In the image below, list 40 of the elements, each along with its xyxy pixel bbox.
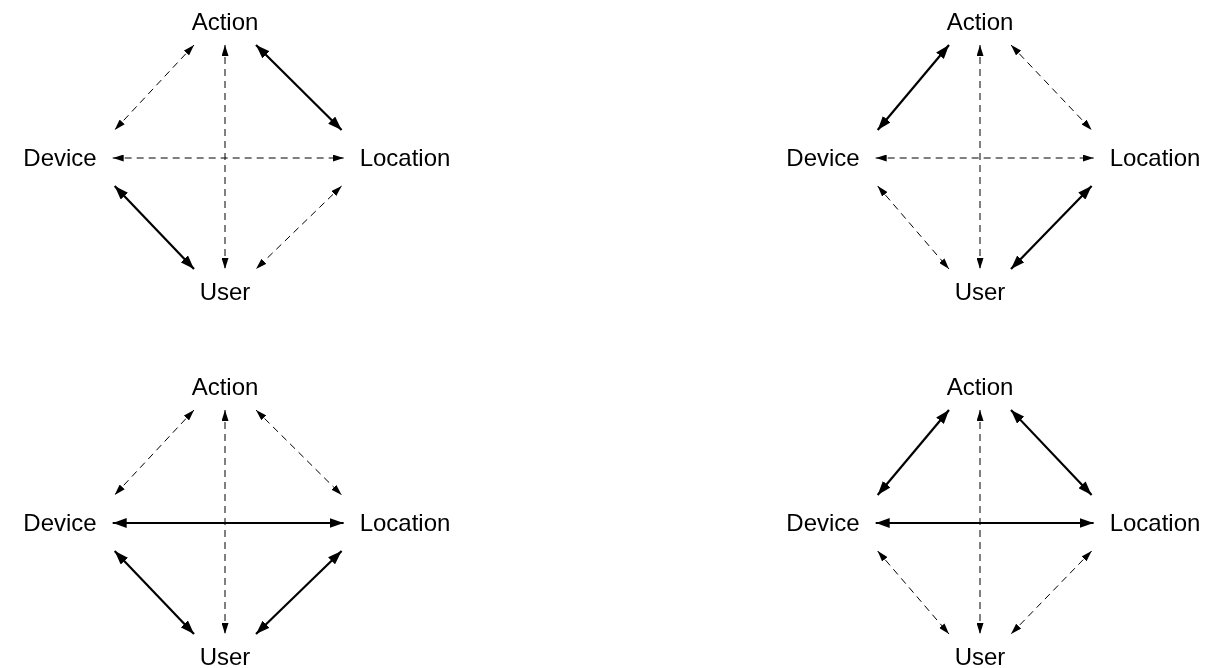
double-headed-arrow: [876, 44, 950, 131]
double-headed-arrow: [1010, 550, 1093, 635]
node-label: User: [954, 643, 1006, 668]
double-headed-arrow: [1010, 185, 1093, 270]
double-headed-arrow: [976, 44, 984, 270]
node-label: Action: [946, 8, 1014, 36]
double-headed-arrow: [255, 44, 343, 131]
double-headed-arrow: [255, 185, 343, 270]
node-label: Device: [786, 144, 860, 172]
node-label: Location: [359, 509, 451, 537]
double-headed-arrow: [1010, 44, 1093, 131]
double-headed-arrow: [114, 44, 195, 131]
node-label: Location: [359, 144, 451, 172]
double-headed-arrow: [1010, 409, 1093, 496]
double-headed-arrow: [221, 409, 229, 635]
double-headed-arrow: [875, 518, 1094, 528]
node-label: User: [199, 278, 251, 306]
node-label: Device: [23, 509, 97, 537]
double-headed-arrow: [876, 409, 950, 496]
node-label: Location: [1109, 144, 1201, 172]
node-label: Location: [1109, 509, 1201, 537]
double-headed-arrow: [255, 550, 343, 635]
node-label: Device: [786, 509, 860, 537]
double-headed-arrow: [976, 409, 984, 635]
node-label: Device: [23, 144, 97, 172]
node-label: User: [199, 643, 251, 668]
double-headed-arrow: [877, 550, 950, 635]
node-label: Action: [191, 373, 259, 401]
double-headed-arrow: [875, 154, 1095, 162]
double-headed-arrow: [113, 550, 195, 635]
node-label: User: [954, 278, 1006, 306]
double-headed-arrow: [877, 185, 950, 270]
node-label: Action: [191, 8, 259, 36]
double-headed-arrow: [114, 409, 195, 496]
double-headed-arrow: [113, 185, 195, 270]
double-headed-arrow: [255, 409, 343, 496]
double-headed-arrow: [112, 154, 345, 162]
node-label: Action: [946, 373, 1014, 401]
double-headed-arrow: [221, 44, 229, 270]
double-headed-arrow: [112, 518, 344, 528]
